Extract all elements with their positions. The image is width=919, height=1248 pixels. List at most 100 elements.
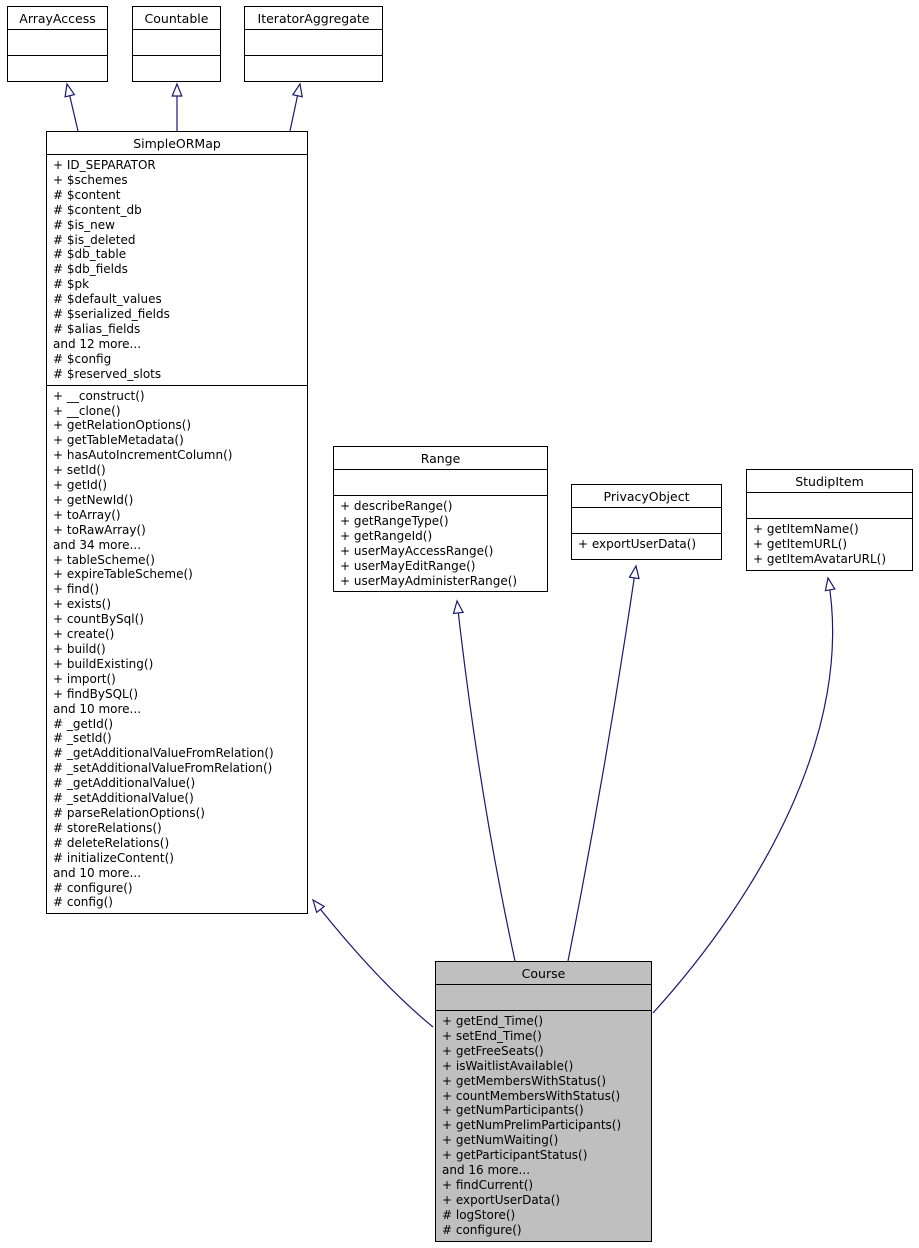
member-row: + getParticipantStatus() bbox=[442, 1148, 588, 1163]
member-row: and 10 more... bbox=[53, 701, 142, 716]
edge-course-studipitem bbox=[652, 576, 836, 1014]
class-attributes: + ID_SEPARATOR+ $schemes# $content# $con… bbox=[47, 155, 307, 386]
member-row: + getItemURL() bbox=[753, 536, 848, 551]
member-row: + userMayEditRange() bbox=[340, 558, 476, 573]
member-row: + expireTableScheme() bbox=[53, 567, 193, 582]
member-row: # $serialized_fields bbox=[53, 307, 170, 322]
class-course[interactable]: Course + getEnd_Time()+ setEnd_Time()+ g… bbox=[435, 961, 652, 1242]
class-methods bbox=[133, 56, 220, 81]
member-row: # configure() bbox=[53, 880, 133, 895]
class-title: Range bbox=[334, 447, 547, 470]
class-attributes bbox=[8, 30, 107, 56]
member-row: + exportUserData() bbox=[442, 1192, 561, 1207]
member-row: + hasAutoIncrementColumn() bbox=[53, 448, 233, 463]
member-row: + findBySQL() bbox=[53, 686, 139, 701]
member-row: # $db_fields bbox=[53, 262, 128, 277]
member-row: + getFreeSeats() bbox=[442, 1043, 544, 1058]
class-methods: + getEnd_Time()+ setEnd_Time()+ getFreeS… bbox=[436, 1011, 651, 1241]
member-row: + getId() bbox=[53, 478, 108, 493]
class-title: PrivacyObject bbox=[572, 485, 721, 508]
member-row: + find() bbox=[53, 582, 100, 597]
member-row: + __construct() bbox=[53, 388, 145, 403]
member-row: + getRangeType() bbox=[340, 513, 449, 528]
member-row: + tableScheme() bbox=[53, 552, 155, 567]
member-row: # storeRelations() bbox=[53, 820, 162, 835]
member-row: # $reserved_slots bbox=[53, 366, 162, 381]
member-row: + getEnd_Time() bbox=[442, 1014, 544, 1028]
member-row: + __clone() bbox=[53, 403, 121, 418]
member-row: # $content_db bbox=[53, 202, 142, 217]
member-row: # config() bbox=[53, 895, 113, 910]
member-row: + getNumParticipants() bbox=[442, 1103, 584, 1118]
class-methods: + __construct()+ __clone()+ getRelationO… bbox=[47, 386, 307, 914]
member-row: and 12 more... bbox=[53, 336, 142, 351]
class-title: Countable bbox=[133, 7, 220, 30]
member-row: + isWaitlistAvailable() bbox=[442, 1058, 574, 1073]
member-row: + findCurrent() bbox=[442, 1177, 534, 1192]
edge-course-privacyobject bbox=[567, 564, 640, 962]
member-row: + getRelationOptions() bbox=[53, 418, 192, 433]
member-row: # $is_new bbox=[53, 217, 115, 232]
class-attributes bbox=[334, 470, 547, 496]
member-row: # $pk bbox=[53, 277, 90, 292]
class-title: IteratorAggregate bbox=[245, 7, 382, 30]
edge-course-simpleormap bbox=[311, 898, 434, 1028]
member-row: # $config bbox=[53, 351, 112, 366]
class-title: ArrayAccess bbox=[8, 7, 107, 30]
class-attributes bbox=[436, 985, 651, 1011]
class-methods bbox=[8, 56, 107, 81]
member-row: + getItemName() bbox=[753, 522, 859, 536]
member-row: # initializeContent() bbox=[53, 850, 174, 865]
member-row: # $db_table bbox=[53, 247, 127, 262]
member-row: + toRawArray() bbox=[53, 522, 146, 537]
member-row: # _getId() bbox=[53, 716, 114, 731]
class-simpleormap[interactable]: SimpleORMap + ID_SEPARATOR+ $schemes# $c… bbox=[46, 131, 308, 915]
edge-simpleormap-arrayaccess bbox=[64, 82, 79, 132]
member-row: + countMembersWithStatus() bbox=[442, 1088, 621, 1103]
member-row: + describeRange() bbox=[340, 499, 453, 513]
class-title: SimpleORMap bbox=[47, 132, 307, 155]
member-row: # _getAdditionalValueFromRelation() bbox=[53, 746, 274, 761]
member-row: + getNumPrelimParticipants() bbox=[442, 1118, 622, 1133]
class-countable[interactable]: Countable bbox=[132, 6, 221, 82]
class-iteratoraggregate[interactable]: IteratorAggregate bbox=[244, 6, 383, 82]
class-privacyobject[interactable]: PrivacyObject + exportUserData() bbox=[571, 484, 722, 560]
class-attributes bbox=[572, 508, 721, 534]
member-row: # $is_deleted bbox=[53, 232, 136, 247]
class-methods: + describeRange()+ getRangeType()+ getRa… bbox=[334, 496, 547, 591]
member-row: + build() bbox=[53, 642, 106, 656]
member-row: # configure() bbox=[442, 1222, 522, 1237]
member-row: # _setAdditionalValue() bbox=[53, 791, 194, 806]
class-range[interactable]: Range + describeRange()+ getRangeType()+… bbox=[333, 446, 548, 593]
member-row: + getItemAvatarURL() bbox=[753, 551, 887, 566]
class-studipitem[interactable]: StudipItem + getItemName()+ getItemURL()… bbox=[746, 469, 913, 571]
class-attributes bbox=[133, 30, 220, 56]
member-row: + ID_SEPARATOR bbox=[53, 158, 156, 172]
edge-simpleormap-iteratoraggregate bbox=[289, 82, 303, 132]
member-row: and 34 more... bbox=[53, 537, 142, 552]
member-row: # $content bbox=[53, 187, 121, 202]
member-row: + exportUserData() bbox=[578, 537, 697, 551]
member-row: # logStore() bbox=[442, 1207, 516, 1222]
member-row: + setEnd_Time() bbox=[442, 1028, 542, 1043]
member-row: + getNumWaiting() bbox=[442, 1133, 559, 1148]
class-title: Course bbox=[436, 962, 651, 985]
member-row: # $default_values bbox=[53, 292, 162, 307]
class-title: StudipItem bbox=[747, 470, 912, 493]
member-row: # _setId() bbox=[53, 731, 112, 746]
member-row: + import() bbox=[53, 671, 116, 686]
member-row: + countBySql() bbox=[53, 612, 144, 627]
member-row: + buildExisting() bbox=[53, 656, 154, 671]
member-row: + getTableMetadata() bbox=[53, 433, 184, 448]
member-row: + setId() bbox=[53, 463, 106, 478]
member-row: + $schemes bbox=[53, 172, 128, 187]
class-methods: + exportUserData() bbox=[572, 534, 721, 559]
edge-course-range bbox=[452, 599, 516, 962]
member-row: # parseRelationOptions() bbox=[53, 805, 205, 820]
class-arrayaccess[interactable]: ArrayAccess bbox=[7, 6, 108, 82]
member-row: + create() bbox=[53, 627, 115, 642]
member-row: + userMayAccessRange() bbox=[340, 543, 494, 558]
class-attributes bbox=[747, 493, 912, 519]
member-row: + getNewId() bbox=[53, 492, 134, 507]
